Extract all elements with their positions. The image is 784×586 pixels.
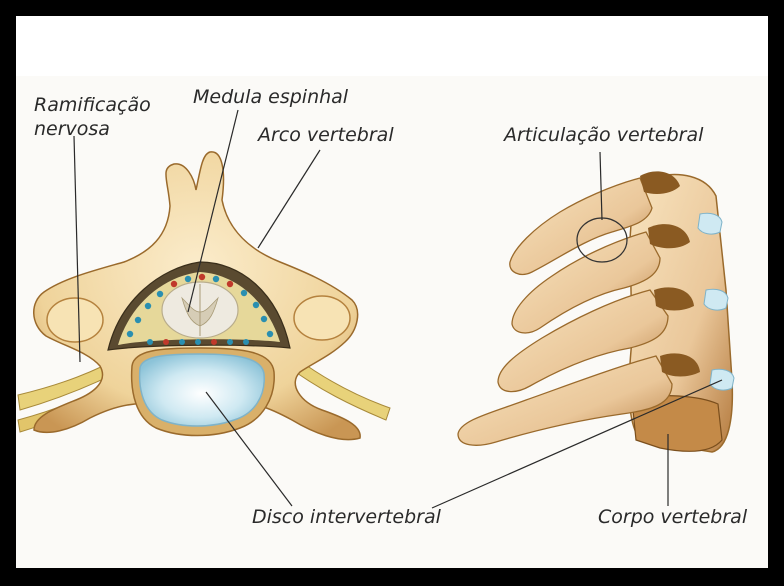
intervertebral-disc-top [140, 354, 265, 426]
left-transverse-foramen [47, 298, 103, 342]
leader-arco [258, 150, 320, 248]
label-corpo-vertebral: Corpo vertebral [598, 506, 747, 528]
label-ramificacao-line2: nervosa [34, 118, 110, 140]
side-disc-2 [704, 289, 728, 310]
right-transverse-foramen [294, 296, 350, 340]
transverse-vertebra [18, 152, 390, 440]
side-disc-1 [698, 213, 722, 234]
side-disc-3 [710, 369, 734, 390]
lateral-spine [458, 171, 734, 452]
label-ramificacao-line1: Ramificação [34, 94, 151, 116]
label-articulacao-vertebral: Articulação vertebral [504, 124, 703, 146]
label-medula-espinhal: Medula espinhal [193, 86, 348, 108]
label-arco-vertebral: Arco vertebral [258, 124, 394, 146]
label-disco-intervertebral: Disco intervertebral [252, 506, 441, 528]
